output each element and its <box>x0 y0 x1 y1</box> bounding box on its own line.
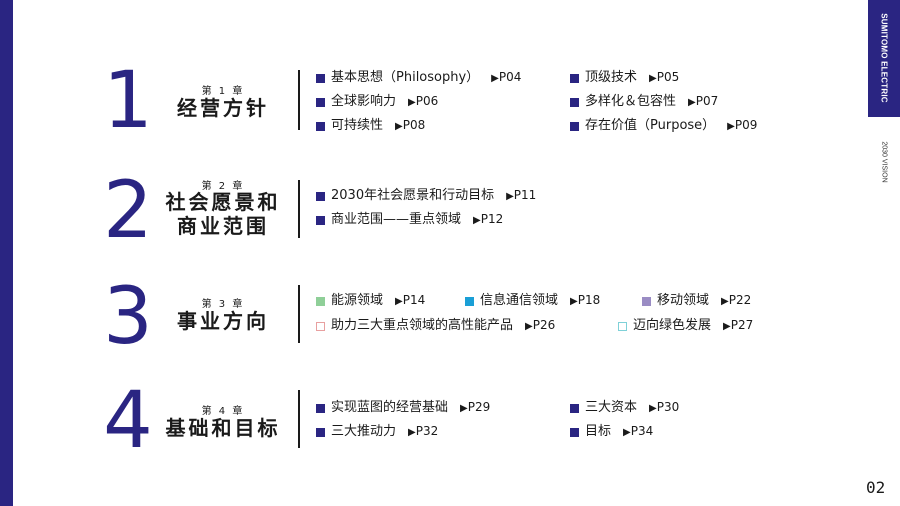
toc-item[interactable]: 2030年社会愿景和行动目标 ▶P11 <box>316 187 536 205</box>
square-bullet-icon <box>316 73 325 83</box>
toc-item[interactable]: 基本思想（Philosophy） ▶P04 <box>316 69 521 87</box>
chapter-title: 基础和目标 <box>165 416 281 440</box>
chapter-label: 第 4 章 <box>201 406 245 417</box>
square-bullet-icon <box>316 215 325 225</box>
toc-item[interactable]: 三大资本 ▶P30 <box>570 399 679 417</box>
toc-item[interactable]: 存在价值（Purpose） ▶P09 <box>570 117 757 135</box>
divider-line <box>298 180 300 238</box>
outline-square-icon <box>316 321 325 331</box>
info-comm-square-icon <box>465 296 474 306</box>
chapter-title: 社会愿景和 商业范围 <box>165 190 281 238</box>
toc-item[interactable]: 实现蓝图的经营基础 ▶P29 <box>316 399 490 417</box>
square-bullet-icon <box>316 427 325 437</box>
chapter-number: 4 <box>103 376 153 466</box>
outline-square-icon <box>618 321 627 331</box>
square-bullet-icon <box>570 427 579 437</box>
toc-item[interactable]: 顶级技术 ▶P05 <box>570 69 679 87</box>
square-bullet-icon <box>570 73 579 83</box>
divider-line <box>298 70 300 130</box>
chapter-title: 经营方针 <box>177 96 269 120</box>
square-bullet-icon <box>316 121 325 131</box>
square-bullet-icon <box>570 403 579 413</box>
toc-item[interactable]: 三大推动力 ▶P32 <box>316 423 438 441</box>
toc-item[interactable]: 多样化＆包容性 ▶P07 <box>570 93 718 111</box>
square-bullet-icon <box>570 121 579 131</box>
square-bullet-icon <box>316 403 325 413</box>
toc-item[interactable]: 移动领域 ▶P22 <box>642 292 751 310</box>
vision-label: 2030 VISION <box>880 141 888 183</box>
chapter-title: 事业方向 <box>177 309 269 333</box>
chapter-label: 第 2 章 <box>201 181 245 192</box>
toc-item[interactable]: 信息通信领域 ▶P18 <box>465 292 600 310</box>
brand-band <box>868 0 900 117</box>
brand-name: SUMITOMO ELECTRIC <box>879 13 889 103</box>
divider-line <box>298 390 300 448</box>
toc-item[interactable]: 能源领域 ▶P14 <box>316 292 425 310</box>
left-accent-bar <box>0 0 13 506</box>
toc-item[interactable]: 迈向绿色发展 ▶P27 <box>618 317 753 335</box>
square-bullet-icon <box>316 191 325 201</box>
toc-item[interactable]: 目标 ▶P34 <box>570 423 653 441</box>
page-number: 02 <box>866 478 886 497</box>
toc-item[interactable]: 可持续性 ▶P08 <box>316 117 425 135</box>
toc-item[interactable]: 商业范围——重点领域 ▶P12 <box>316 211 503 229</box>
toc-item[interactable]: 助力三大重点领域的高性能产品 ▶P26 <box>316 317 555 335</box>
toc-item[interactable]: 全球影响力 ▶P06 <box>316 93 438 111</box>
energy-square-icon <box>316 296 325 306</box>
square-bullet-icon <box>316 97 325 107</box>
chapter-label: 第 3 章 <box>201 299 245 310</box>
divider-line <box>298 285 300 343</box>
chapter-label: 第 1 章 <box>201 86 245 97</box>
chapter-number: 1 <box>103 56 153 146</box>
chapter-number: 2 <box>103 166 153 256</box>
square-bullet-icon <box>570 97 579 107</box>
chapter-number: 3 <box>103 272 153 362</box>
mobility-square-icon <box>642 296 651 306</box>
